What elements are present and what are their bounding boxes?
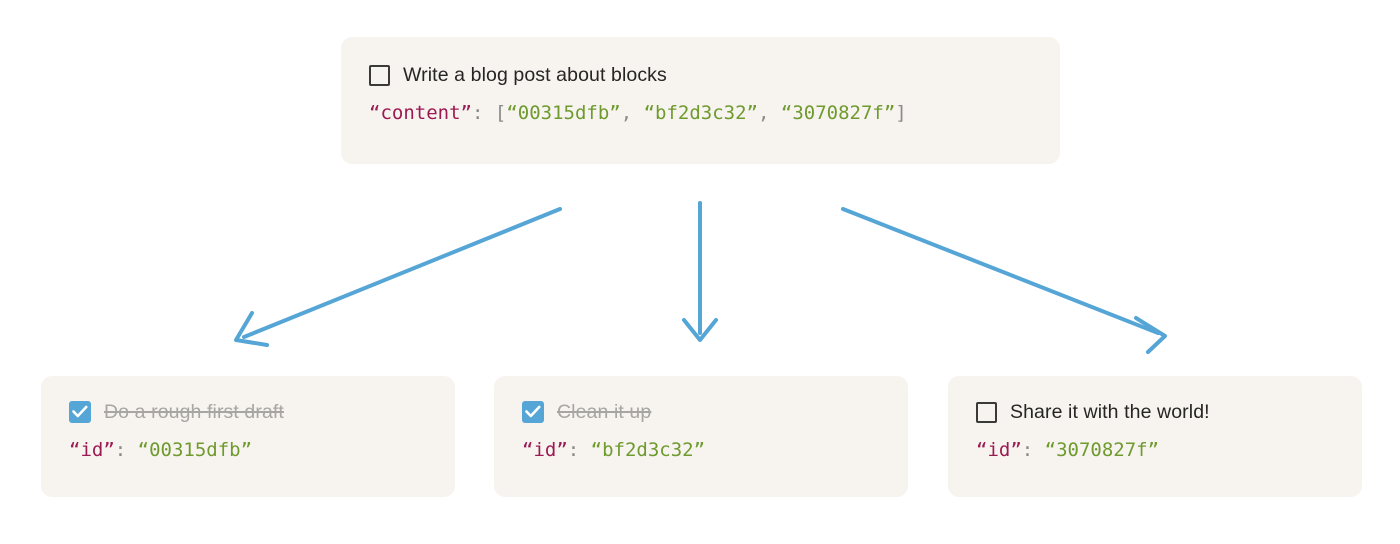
json-key: “id”: [976, 439, 1022, 461]
json-string-value: “00315dfb”: [137, 439, 253, 461]
task-label: Do a rough first draft: [104, 400, 284, 423]
json-string-value: “bf2d3c32”: [590, 439, 706, 461]
task-row: Write a blog post about blocks: [369, 61, 1032, 89]
checkbox-checked-icon[interactable]: [69, 401, 91, 423]
json-line-content: “content”: [“00315dfb”, “bf2d3c32”, “307…: [369, 100, 1032, 126]
task-row: Do a rough first draft: [69, 398, 427, 426]
json-line-id: “id”: “00315dfb”: [69, 437, 427, 463]
json-separator-0: ,: [620, 102, 644, 124]
arrow-root-to-third-child: [841, 207, 1167, 354]
json-string-value-0: “00315dfb”: [506, 102, 621, 124]
json-colon: :: [114, 439, 127, 461]
arrow-root-to-first-child: [234, 207, 562, 347]
json-key: “id”: [69, 439, 115, 461]
task-row: Clean it up: [522, 398, 880, 426]
json-key: “id”: [522, 439, 568, 461]
json-string-value: “3070827f”: [1044, 439, 1160, 461]
root-block-card[interactable]: Write a blog post about blocks “content”…: [341, 37, 1060, 164]
checkbox-unchecked-icon[interactable]: [369, 64, 390, 86]
checkbox-unchecked-icon[interactable]: [976, 401, 997, 423]
task-label: Share it with the world!: [1010, 400, 1210, 423]
json-string-value-2: “3070827f”: [780, 102, 896, 124]
json-string-value-1: “bf2d3c32”: [643, 102, 758, 124]
json-line-id: “id”: “bf2d3c32”: [522, 437, 880, 463]
task-label: Write a blog post about blocks: [403, 63, 667, 86]
json-close-bracket: ]: [895, 102, 907, 124]
json-separator-1: ,: [757, 102, 781, 124]
checkbox-checked-icon[interactable]: [522, 401, 544, 423]
json-colon: :: [471, 102, 484, 124]
child-block-card-1[interactable]: Do a rough first draft “id”: “00315dfb”: [41, 376, 455, 497]
child-block-card-2[interactable]: Clean it up “id”: “bf2d3c32”: [494, 376, 908, 497]
json-colon: :: [567, 439, 580, 461]
json-key: “content”: [369, 102, 472, 124]
json-colon: :: [1021, 439, 1034, 461]
task-row: Share it with the world!: [976, 398, 1334, 426]
task-label: Clean it up: [557, 400, 652, 423]
json-line-id: “id”: “3070827f”: [976, 437, 1334, 463]
json-open-bracket: [: [494, 102, 507, 124]
arrow-root-to-second-child: [682, 201, 718, 342]
child-block-card-3[interactable]: Share it with the world! “id”: “3070827f…: [948, 376, 1362, 497]
